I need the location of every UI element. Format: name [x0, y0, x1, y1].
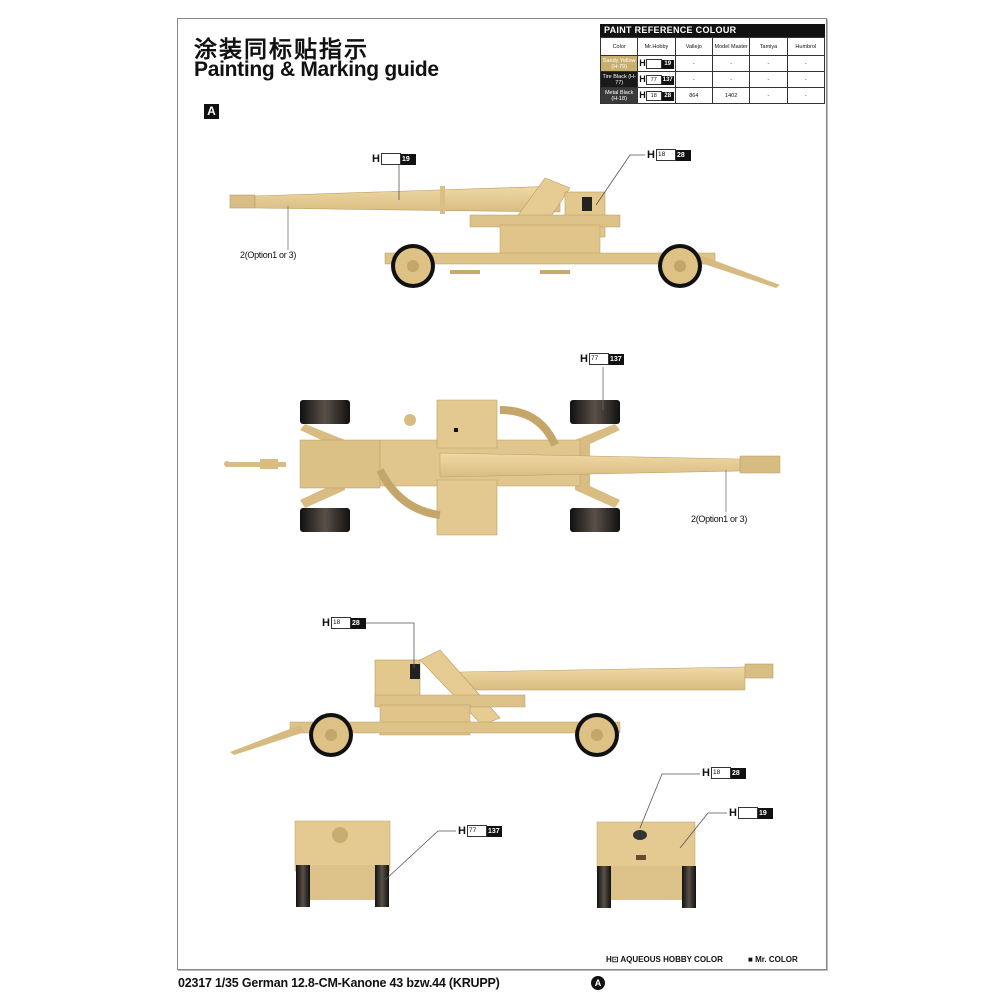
section-badge-footer: A [591, 976, 605, 990]
paint-reference-table: PAINT REFERENCE COLOUR Color Mr.Hobby Va… [599, 24, 826, 104]
aqueous-icon: H⊡ [606, 955, 621, 964]
decal-option-label: 2(Option1 or 3) [240, 250, 297, 260]
page-title: Painting & Marking guide [194, 58, 439, 81]
section-badge: A [204, 104, 219, 119]
page-frame [177, 18, 827, 970]
title-chinese: 涂装同标贴指示 [194, 37, 369, 63]
humbrol-code: - [786, 87, 826, 104]
legend-aqueous: H⊡ AQUEOUS HOBBY COLOR [606, 955, 723, 964]
color-swatch: Sandy Yellow (H-79) [599, 55, 639, 72]
paint-table-title: PAINT REFERENCE COLOUR [600, 24, 825, 37]
mr-color-icon: ■ [748, 955, 756, 964]
side-view-left [229, 177, 780, 288]
model-master-code: 1402 [711, 87, 751, 104]
side-view-right [230, 649, 774, 757]
top-view [224, 399, 781, 536]
vallejo-code: 864 [674, 87, 713, 104]
rear-view [294, 820, 391, 907]
decal-option-label: 2(Option1 or 3) [691, 514, 748, 524]
legend-mr-color: ■ Mr. COLOR [748, 955, 798, 964]
front-view [596, 821, 696, 908]
kit-title: 02317 1/35 German 12.8-CM-Kanone 43 bzw.… [178, 976, 500, 990]
